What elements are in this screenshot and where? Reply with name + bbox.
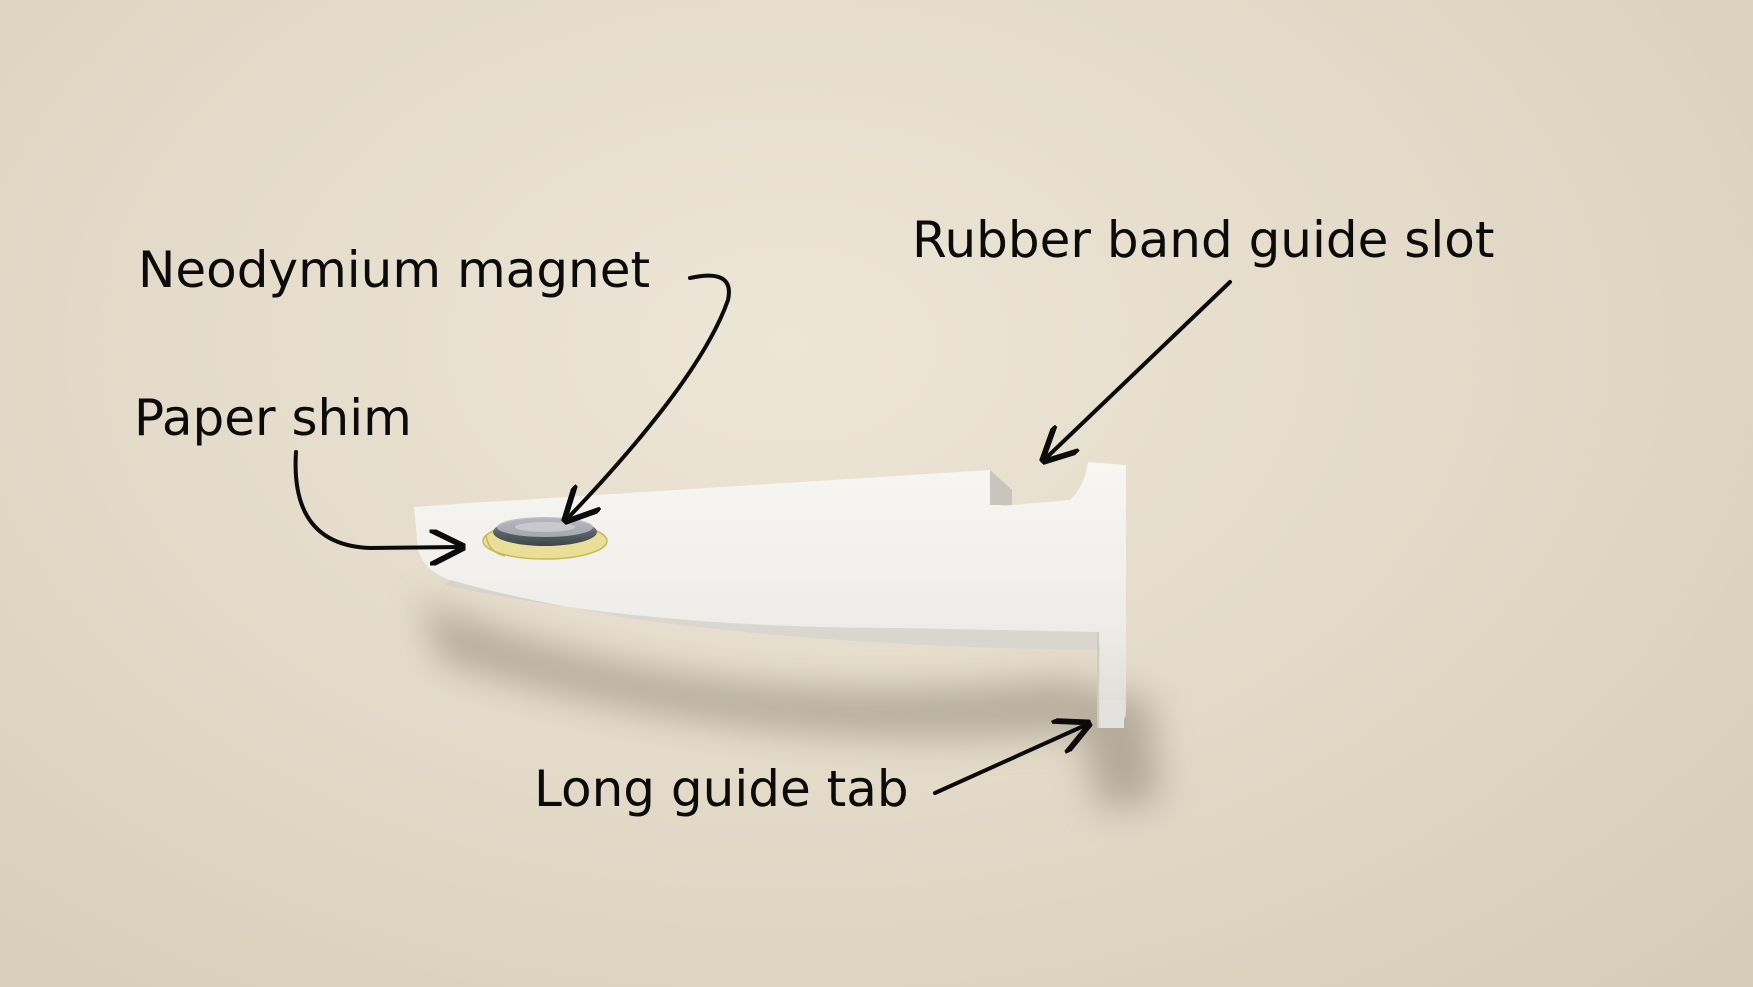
neodymium-magnet xyxy=(493,517,597,546)
part-shadow xyxy=(420,600,1160,810)
arrow-to-shim xyxy=(293,450,462,548)
arrow-to-magnet xyxy=(566,273,731,520)
arrow-to-tab xyxy=(933,724,1088,795)
annotation-arrows xyxy=(293,273,1232,795)
arrow-to-slot xyxy=(1044,280,1232,460)
label-rubber-band-guide-slot: Rubber band guide slot xyxy=(912,211,1495,269)
label-neodymium-magnet: Neodymium magnet xyxy=(138,241,651,299)
label-paper-shim: Paper shim xyxy=(134,389,412,447)
label-long-guide-tab: Long guide tab xyxy=(534,760,909,818)
